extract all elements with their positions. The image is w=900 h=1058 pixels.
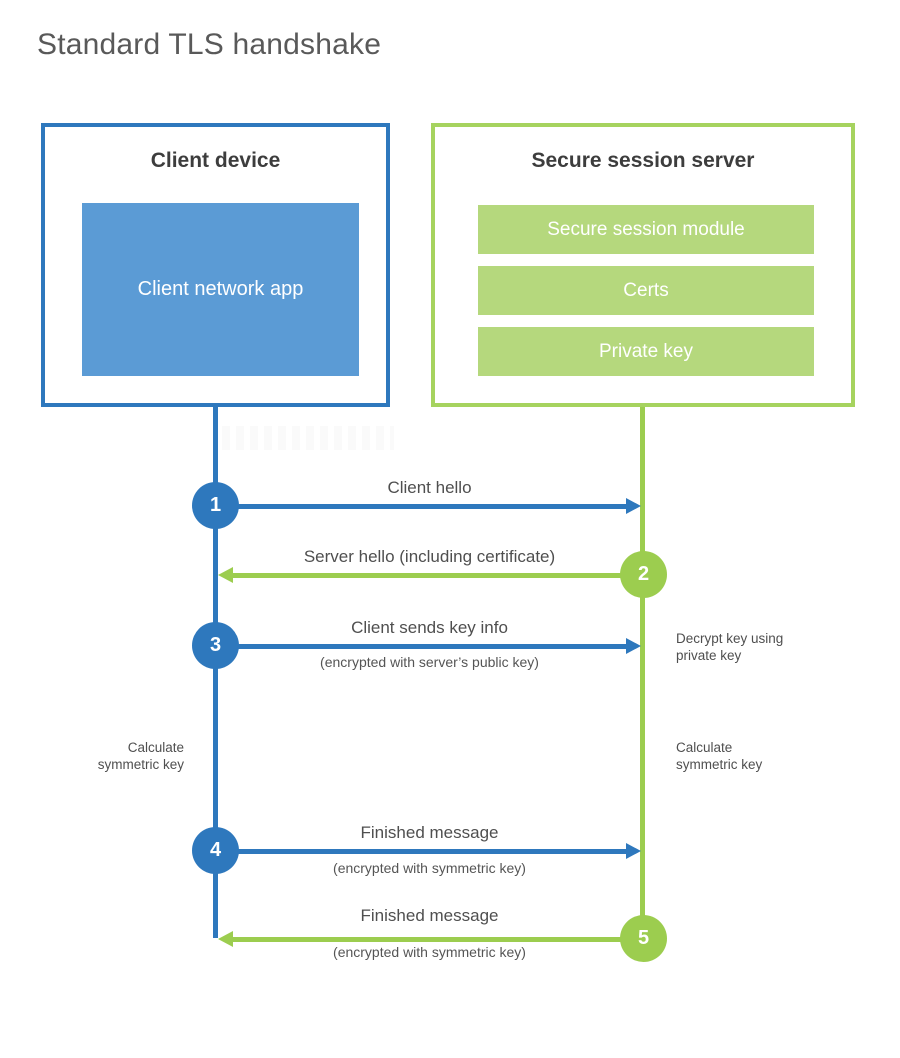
- faint-watermark-artifact: [222, 426, 394, 450]
- step3-arrow-right-icon: [626, 638, 641, 654]
- step4-label: Finished message: [360, 823, 499, 842]
- step1-circle: 1: [192, 482, 239, 529]
- page-title: Standard TLS handshake: [37, 28, 382, 61]
- step2-label: Server hello (including certificate): [303, 547, 556, 566]
- step1-arrow-shaft: [218, 504, 628, 509]
- step5-circle: 5: [620, 915, 667, 962]
- server-module-private-key: Private key: [478, 327, 814, 376]
- server-module-certs: Certs: [478, 266, 814, 315]
- secure-session-server-box: Secure session server Secure session mod…: [431, 123, 855, 407]
- server-module-secure-session: Secure session module: [478, 205, 814, 254]
- client-device-title: Client device: [150, 149, 281, 172]
- step5-sublabel: (encrypted with symmetric key): [333, 944, 526, 960]
- client-device-box: Client device Client network app: [41, 123, 390, 407]
- client-lifeline: [213, 407, 218, 938]
- step2-arrow-left-icon: [218, 567, 233, 583]
- step4-circle: 4: [192, 827, 239, 874]
- server-lifeline: [640, 407, 645, 939]
- step4-arrow-right-icon: [626, 843, 641, 859]
- step1-arrow-right-icon: [626, 498, 641, 514]
- step2-circle: 2: [620, 551, 667, 598]
- calculate-symmetric-key-note-server: Calculate symmetric key: [676, 740, 763, 772]
- step2-arrow-shaft: [233, 573, 643, 578]
- step3-label: Client sends key info: [351, 618, 508, 637]
- step1-label: Client hello: [387, 478, 472, 497]
- client-network-app-label: Client network app: [137, 278, 304, 300]
- step3-circle: 3: [192, 622, 239, 669]
- step5-label: Finished message: [360, 906, 499, 925]
- decrypt-key-note: Decrypt key using private key: [676, 631, 784, 663]
- calculate-symmetric-key-note-client: Calculate symmetric key: [97, 740, 184, 772]
- step5-arrow-left-icon: [218, 931, 233, 947]
- step4-arrow-shaft: [218, 849, 626, 854]
- step3-sublabel: (encrypted with server’s public key): [320, 654, 539, 670]
- step4-sublabel: (encrypted with symmetric key): [333, 860, 526, 876]
- step3-arrow-shaft: [218, 644, 626, 649]
- step5-arrow-shaft: [233, 937, 643, 942]
- client-network-app-box: Client network app: [82, 203, 359, 376]
- secure-session-server-title: Secure session server: [531, 149, 755, 172]
